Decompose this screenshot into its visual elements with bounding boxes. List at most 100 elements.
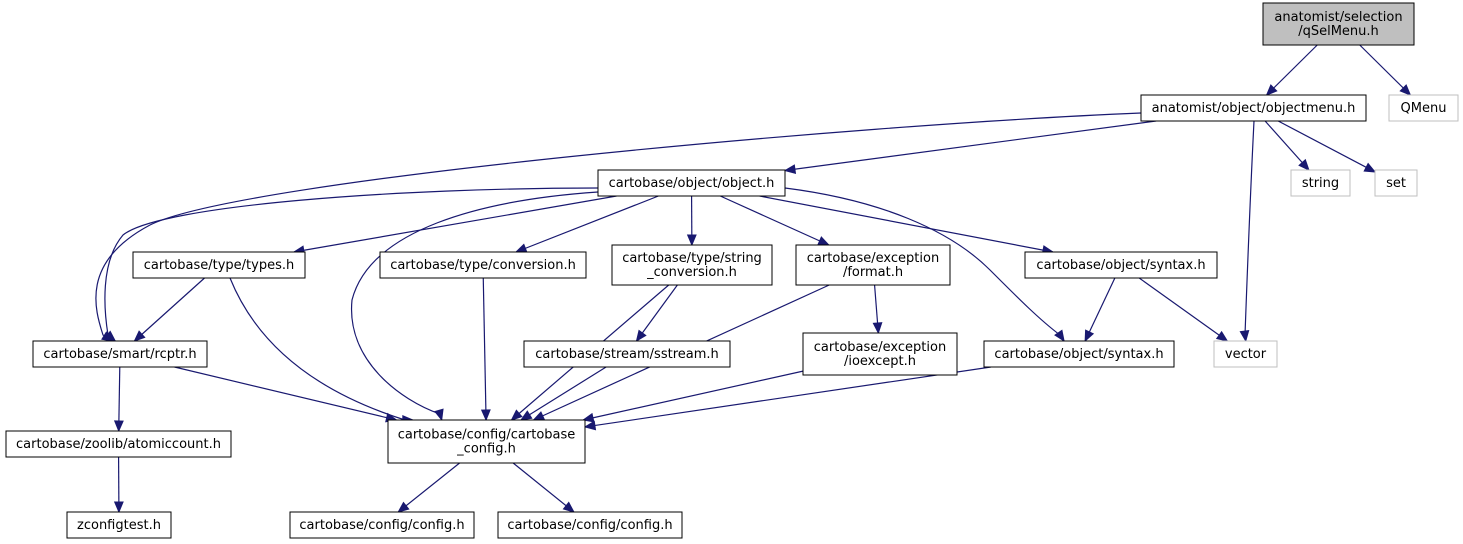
edge-objectmenu-to-object [784, 120, 1157, 172]
node-box-root [1262, 2, 1415, 46]
edge-object-to-format-arrowhead [817, 236, 830, 246]
node-label-cbconfig-line1: _config.h [456, 442, 516, 457]
edge-strconv-to-sstream [636, 284, 678, 342]
edge-types-to-cbconfig [229, 277, 413, 421]
edge-cbconfig-to-config1-arrowhead [397, 501, 410, 513]
node-label-config2-line0: cartobase/config/config.h [507, 518, 672, 533]
edge-rcptr-to-atomic-arrowhead [113, 420, 124, 433]
node-label-strconv-line0: cartobase/type/string [622, 251, 762, 266]
edge-root-to-objectmenu [1266, 44, 1318, 96]
node-box-rcptr [32, 340, 208, 368]
node-qmenu[interactable]: QMenu [1388, 94, 1459, 122]
edge-strconv-to-cbconfig-arrowhead [510, 409, 523, 421]
node-label-set-line0: set [1386, 176, 1406, 191]
edge-atomic-to-zconfig-arrowhead [113, 501, 124, 514]
node-label-objectmenu-line0: anatomist/object/objectmenu.h [1152, 101, 1356, 116]
edge-rcptr-to-cbconfig [174, 366, 397, 421]
edge-object-to-syntax2-arrowhead [1054, 329, 1065, 343]
edge-syntax2-to-cbconfig [584, 366, 992, 428]
edge-objectmenu-to-vector [1244, 120, 1255, 342]
node-label-qmenu-line0: QMenu [1401, 101, 1447, 116]
edge-sstream-to-cbconfig-arrowhead [519, 410, 533, 421]
edge-ioexcept-to-cbconfig [583, 370, 804, 421]
edge-format-to-cbconfig-arrowhead [532, 411, 546, 421]
edges-layer [95, 44, 1412, 514]
edge-object-to-syntax2 [784, 187, 1065, 342]
node-box-objectmenu [1140, 94, 1367, 122]
edge-types-to-rcptr-arrowhead [133, 330, 146, 342]
node-strconv[interactable]: cartobase/type/string_conversion.h [611, 244, 773, 286]
node-zconfig[interactable]: zconfigtest.h [66, 511, 172, 539]
node-objectmenu[interactable]: anatomist/object/objectmenu.h [1140, 94, 1367, 122]
edge-object-to-cbconfig-arrowhead [434, 408, 444, 422]
node-label-types-line0: cartobase/type/types.h [144, 258, 294, 273]
node-config2[interactable]: cartobase/config/config.h [497, 511, 683, 539]
node-box-strconv [611, 244, 773, 286]
edge-object-to-rcptr-arrowhead [104, 330, 117, 342]
node-label-rcptr-line0: cartobase/smart/rcptr.h [43, 347, 196, 362]
node-box-sstream [523, 340, 731, 368]
node-label-object-line0: cartobase/object/object.h [609, 176, 775, 191]
edge-object-to-format [720, 195, 829, 246]
node-label-string-line0: string [1302, 176, 1339, 191]
nodes-layer: anatomist/selection/qSelMenu.hanatomist/… [5, 2, 1459, 539]
node-config1[interactable]: cartobase/config/config.h [289, 511, 475, 539]
edge-root-to-objectmenu-arrowhead [1265, 84, 1278, 96]
node-label-syntax1-line0: cartobase/object/syntax.h [1036, 258, 1205, 273]
edge-syntax1-to-syntax2 [1084, 277, 1116, 342]
edge-objectmenu-to-string-arrowhead [1298, 158, 1310, 171]
node-label-zconfig-line0: zconfigtest.h [77, 518, 161, 533]
node-set[interactable]: set [1374, 169, 1418, 197]
node-syntax2[interactable]: cartobase/object/syntax.h [983, 340, 1175, 368]
edge-cbconfig-to-config2-arrowhead [562, 501, 575, 513]
node-types[interactable]: cartobase/type/types.h [132, 251, 306, 279]
node-label-strconv-line1: _conversion.h [646, 265, 737, 280]
edge-object-to-rcptr [104, 187, 599, 342]
node-conversion[interactable]: cartobase/type/conversion.h [379, 251, 587, 279]
edge-object-to-strconv-arrowhead [686, 234, 697, 247]
edge-cbconfig-to-config1 [397, 462, 460, 513]
node-box-atomic [5, 430, 232, 458]
edge-object-to-conversion-arrowhead [514, 243, 528, 253]
edge-rcptr-to-atomic [118, 366, 121, 432]
node-box-set [1374, 169, 1418, 197]
node-root[interactable]: anatomist/selection/qSelMenu.h [1262, 2, 1415, 46]
node-string[interactable]: string [1290, 169, 1351, 197]
node-vector[interactable]: vector [1213, 340, 1278, 368]
edge-objectmenu-to-set-arrowhead [1363, 162, 1377, 173]
edge-syntax1-to-vector-arrowhead [1215, 330, 1229, 342]
node-box-types [132, 251, 306, 279]
edge-conversion-to-cbconfig-arrowhead [480, 409, 491, 422]
node-label-config1-line0: cartobase/config/config.h [299, 518, 464, 533]
edge-ioexcept-to-cbconfig-arrowhead [581, 412, 595, 423]
node-object[interactable]: cartobase/object/object.h [597, 169, 786, 197]
node-box-ioexcept [802, 332, 958, 376]
edge-strconv-to-sstream-arrowhead [635, 329, 647, 343]
node-box-format [795, 244, 951, 286]
node-rcptr[interactable]: cartobase/smart/rcptr.h [32, 340, 208, 368]
node-atomic[interactable]: cartobase/zoolib/atomiccount.h [5, 430, 232, 458]
edge-sstream-to-cbconfig [520, 366, 607, 421]
node-label-format-line1: /format.h [843, 265, 903, 280]
node-cbconfig[interactable]: cartobase/config/cartobase_config.h [387, 419, 586, 464]
node-label-cbconfig-line0: cartobase/config/cartobase [398, 428, 576, 443]
node-box-cbconfig [387, 419, 586, 464]
node-ioexcept[interactable]: cartobase/exception/ioexcept.h [802, 332, 958, 376]
node-label-ioexcept-line0: cartobase/exception [814, 340, 946, 355]
node-label-root-line0: anatomist/selection [1274, 10, 1402, 25]
edge-object-to-conversion [515, 195, 659, 253]
node-syntax1[interactable]: cartobase/object/syntax.h [1024, 251, 1218, 279]
node-box-qmenu [1388, 94, 1459, 122]
node-label-vector-line0: vector [1225, 347, 1267, 362]
node-label-sstream-line0: cartobase/stream/sstream.h [535, 347, 719, 362]
node-format[interactable]: cartobase/exception/format.h [795, 244, 951, 286]
node-box-syntax2 [983, 340, 1175, 368]
node-box-conversion [379, 251, 587, 279]
node-box-object [597, 169, 786, 197]
node-box-config2 [497, 511, 683, 539]
edge-syntax2-to-cbconfig-arrowhead [583, 420, 597, 431]
node-label-ioexcept-line1: /ioexcept.h [844, 354, 916, 369]
node-label-syntax2-line0: cartobase/object/syntax.h [994, 347, 1163, 362]
node-sstream[interactable]: cartobase/stream/sstream.h [523, 340, 731, 368]
